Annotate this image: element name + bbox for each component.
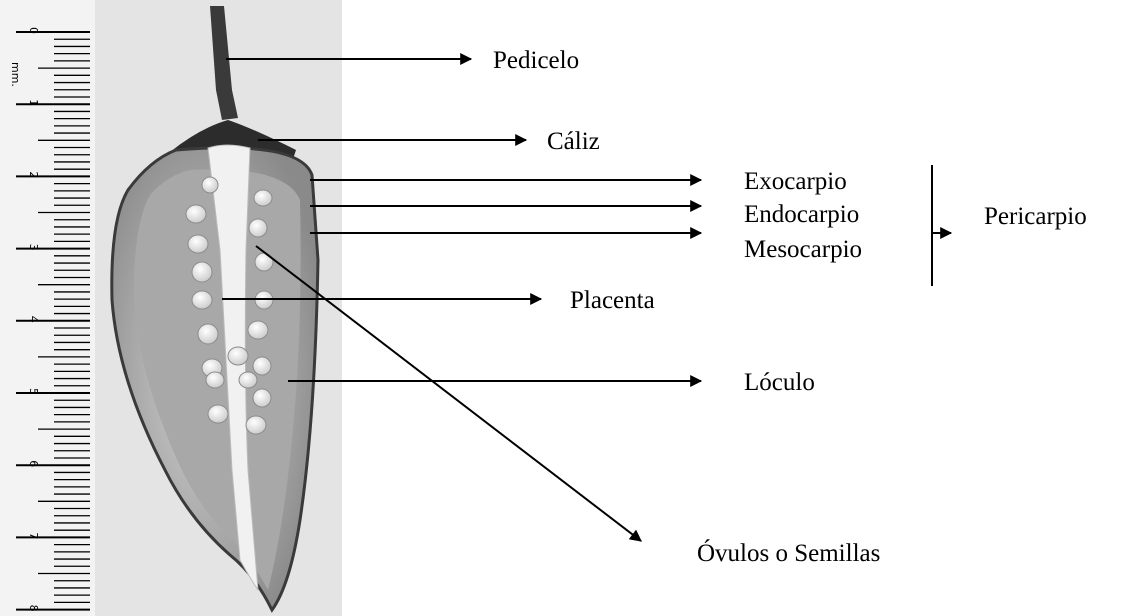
seed: [253, 389, 271, 407]
seed: [188, 235, 208, 253]
label-pericarpio: Pericarpio: [984, 203, 1087, 230]
seed: [246, 416, 266, 434]
ruler-unit: mm.: [9, 62, 22, 87]
ruler-number: 5: [27, 388, 40, 395]
seed: [228, 347, 248, 365]
labels: Pedicelo Cáliz Exocarpio Endocarpio Meso…: [493, 47, 1087, 567]
ruler-number: 2: [27, 171, 40, 178]
seed: [202, 177, 218, 193]
label-caliz: Cáliz: [547, 128, 600, 155]
ruler-number: 1: [27, 99, 40, 106]
ruler-number: 3: [27, 244, 40, 251]
seed: [248, 321, 268, 339]
seed: [192, 291, 212, 309]
seed: [253, 357, 271, 375]
ruler-number: 6: [27, 460, 40, 467]
fruit-photo: 0 1 2 3 4 5 6 7 8 mm.: [0, 0, 342, 616]
label-placenta: Placenta: [570, 287, 655, 314]
seed: [192, 262, 212, 282]
label-pedicelo: Pedicelo: [493, 47, 579, 74]
ruler-number: 0: [27, 27, 40, 34]
seed: [186, 205, 206, 223]
label-mesocarpio: Mesocarpio: [744, 236, 862, 263]
ruler-number: 7: [27, 532, 40, 539]
seed: [198, 324, 218, 344]
label-exocarpio: Exocarpio: [744, 168, 847, 195]
label-loculo: Lóculo: [744, 369, 815, 396]
ruler-number: 4: [27, 316, 40, 323]
seed: [254, 190, 272, 206]
seed: [249, 219, 267, 237]
seed: [206, 372, 224, 388]
seed: [208, 405, 228, 423]
label-endocarpio: Endocarpio: [744, 201, 859, 228]
label-ovulos: Óvulos o Semillas: [697, 539, 880, 567]
seed: [239, 372, 257, 388]
ruler-number: 8: [27, 605, 40, 612]
